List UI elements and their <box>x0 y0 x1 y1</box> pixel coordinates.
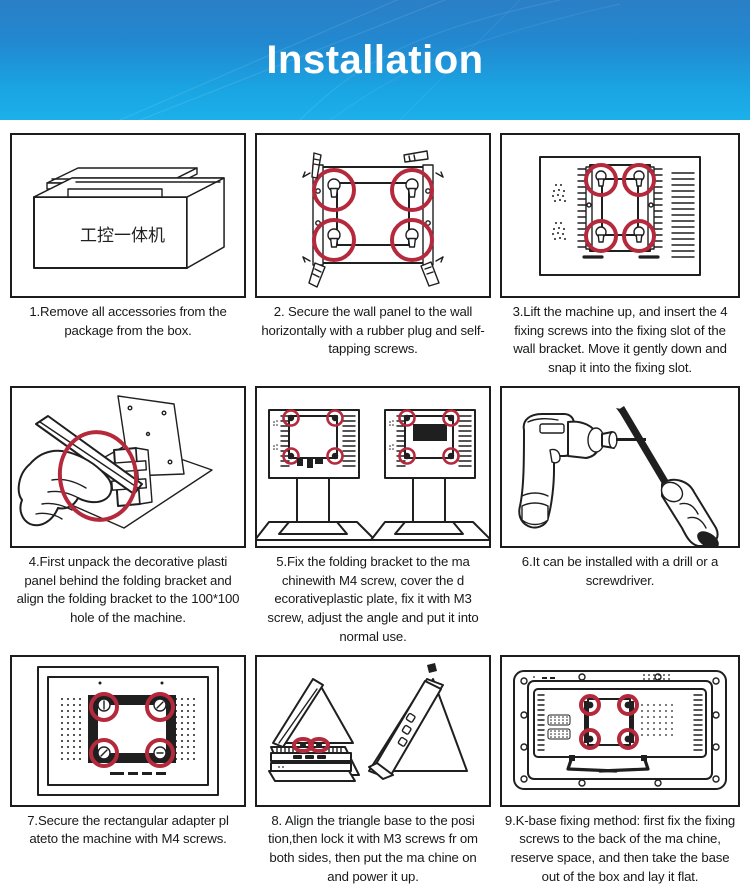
figure-wall-panel-bracket-illustration <box>255 133 491 298</box>
step-card-2: 2. Secure the wall panel to the wall hor… <box>255 133 491 378</box>
step-caption-2: 2. Secure the wall panel to the wall hor… <box>261 304 485 357</box>
step-caption-9: 9.K-base fixing method: first fix the fi… <box>504 812 736 884</box>
step-card-9: 9.K-base fixing method: first fix the fi… <box>500 654 740 887</box>
page-title: Installation <box>266 38 484 82</box>
vent-lines-right <box>671 172 695 258</box>
keyhole-slot-group <box>327 178 419 248</box>
step-card-8: 8. Align the triangle base to the posi t… <box>255 654 491 887</box>
step-card-6: 6.It can be installed with a drill or a … <box>500 385 740 647</box>
figure-machine-on-wall-bracket-illustration <box>500 133 740 298</box>
installation-steps-grid: 工控一体机 1.Remove all accessories from the … <box>0 120 750 895</box>
step-caption-8: 8. Align the triangle base to the posi t… <box>268 812 478 884</box>
screw-highlight-circles <box>584 163 656 253</box>
figure-rectangular-adapter-plate-illustration <box>10 654 246 807</box>
screwdriver-icon <box>616 405 719 546</box>
figure-packaging-box-illustration: 工控一体机 <box>10 133 246 298</box>
step-caption-5: 5.Fix the folding bracket to the ma chin… <box>267 553 479 644</box>
speaker-grill-left <box>547 714 571 740</box>
vesa-bracket <box>584 697 634 746</box>
vent-dot-grid-right <box>641 703 673 736</box>
figure-hand-folding-bracket-illustration <box>10 385 246 548</box>
decorative-plastic-plate <box>413 423 447 441</box>
step-caption-6: 6.It can be installed with a drill or a … <box>521 553 719 588</box>
screw-highlight-circles <box>312 168 434 262</box>
screw-parts <box>308 150 440 288</box>
figure-drill-and-screwdriver-illustration <box>500 385 740 548</box>
figure-triangle-base-illustration <box>255 654 491 807</box>
step-card-4: 4.First unpack the decorative plasti pan… <box>10 385 246 647</box>
screw-highlight-circles <box>292 736 330 753</box>
screw-highlight-circles <box>579 693 639 750</box>
figure-monitor-stand-pair-illustration <box>255 385 491 548</box>
monitor-left <box>257 408 376 541</box>
step-card-5: 5.Fix the folding bracket to the ma chin… <box>255 385 491 647</box>
keyhole-slot-group <box>595 170 645 243</box>
step-card-1: 工控一体机 1.Remove all accessories from the … <box>10 133 246 378</box>
monitor-right <box>370 408 489 541</box>
step-caption-1: 1.Remove all accessories from the packag… <box>29 304 227 338</box>
step-card-7: 7.Secure the rectangular adapter pl atet… <box>10 654 246 887</box>
screw-highlight-circles <box>398 409 460 465</box>
screw-highlight-circles <box>89 691 175 768</box>
step-caption-4: 4.First unpack the decorative plasti pan… <box>16 553 240 626</box>
step-card-3: 3.Lift the machine up, and insert the 4 … <box>500 133 740 378</box>
page-header-banner: Installation <box>0 0 750 120</box>
step-caption-3: 3.Lift the machine up, and insert the 4 … <box>512 304 728 376</box>
k-base-legs <box>566 754 650 773</box>
triangle-base-right-view <box>368 662 468 780</box>
speaker-dot-pattern <box>552 184 566 240</box>
adapter-plate-screws <box>97 697 167 760</box>
triangle-base-left-view <box>268 677 360 782</box>
figure-k-base-widescreen-illustration <box>500 654 740 807</box>
bracket-highlight-circle <box>57 430 139 522</box>
step-caption-7: 7.Secure the rectangular adapter pl atet… <box>27 812 229 847</box>
screw-highlight-circles <box>282 409 344 465</box>
box-label-chinese: 工控一体机 <box>80 226 165 246</box>
cordless-drill-icon <box>518 412 646 529</box>
